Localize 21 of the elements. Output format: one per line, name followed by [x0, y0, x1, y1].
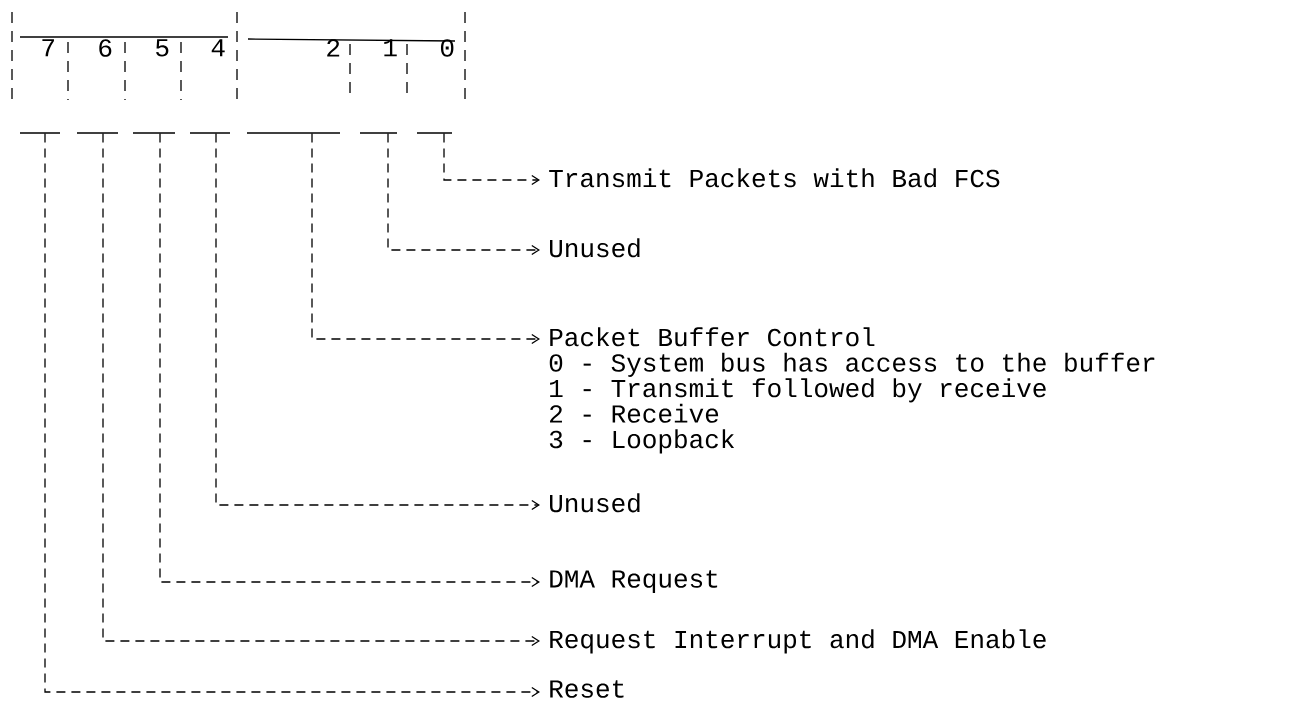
arrow [387, 132, 540, 256]
bit-field: 2 [246, 39, 341, 134]
bit-description-list: Packet Buffer Control 0 - System bus has access to the buffer 1 - Transmit followed by receive 2 - Receive 3 - Loopback [549, 327, 1155, 454]
bit-field: 6 [76, 39, 119, 134]
bit-field: 4 [189, 39, 231, 134]
bit-field: 0 [416, 39, 454, 134]
bit-description: DMA Request [550, 570, 718, 593]
arrow [159, 132, 540, 588]
bit-field: 7 [19, 39, 61, 134]
arrow [311, 132, 540, 345]
arrow [44, 132, 540, 698]
bit-description: Reset [550, 680, 624, 698]
arrow [215, 132, 540, 511]
bit-description: Request Interrupt and DMA Enable [550, 629, 1046, 654]
bit-description: Transmit Packets with Bad FCS [549, 168, 1000, 188]
arrow [443, 132, 540, 186]
bit-description: Unused [550, 238, 640, 258]
bit-description: Unused [550, 493, 640, 513]
bit-field: 5 [132, 39, 176, 134]
bit-field: 1 [359, 39, 398, 134]
arrow [102, 132, 540, 647]
